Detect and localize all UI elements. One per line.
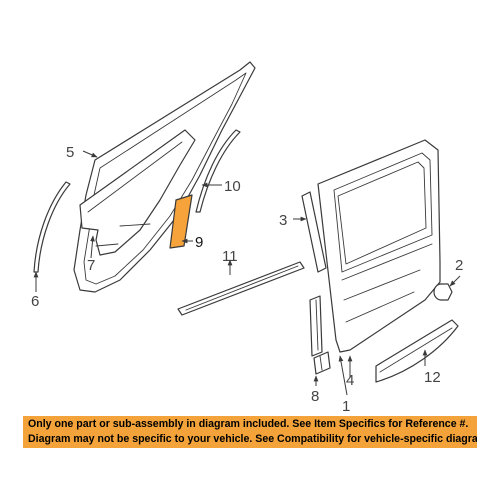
callout-8: 8: [311, 388, 319, 405]
callout-6: 6: [31, 293, 39, 310]
notice-line-2: Diagram may not be specific to your vehi…: [28, 433, 477, 445]
notice-line-1: Only one part or sub-assembly in diagram…: [28, 418, 469, 430]
rear-door-shell-part: [317, 139, 441, 353]
callout-12: 12: [424, 369, 441, 386]
callout-leaders: [33, 150, 461, 396]
callout-2: 2: [455, 257, 463, 274]
plug-part: [433, 283, 453, 301]
callout-3: 3: [279, 212, 287, 229]
lower-molding-part: [375, 319, 459, 383]
door-hinge-part: [309, 295, 331, 375]
callout-4: 4: [346, 372, 354, 389]
callout-5: 5: [66, 144, 74, 161]
callout-11: 11: [222, 248, 238, 265]
door-frame-trim-part: [73, 61, 256, 293]
callout-10: 10: [224, 178, 241, 195]
callout-7: 7: [87, 257, 95, 274]
rear-channel-strip-part: [195, 129, 241, 213]
belt-molding-part: [177, 261, 305, 316]
compatibility-notice-banner: Only one part or sub-assembly in diagram…: [23, 416, 477, 448]
callout-9: 9: [195, 234, 203, 251]
pillar-strip-part: [301, 191, 327, 273]
run-channel-strip-part: [33, 181, 71, 273]
highlighted-seal-part: [169, 194, 193, 249]
callout-1: 1: [342, 398, 350, 415]
